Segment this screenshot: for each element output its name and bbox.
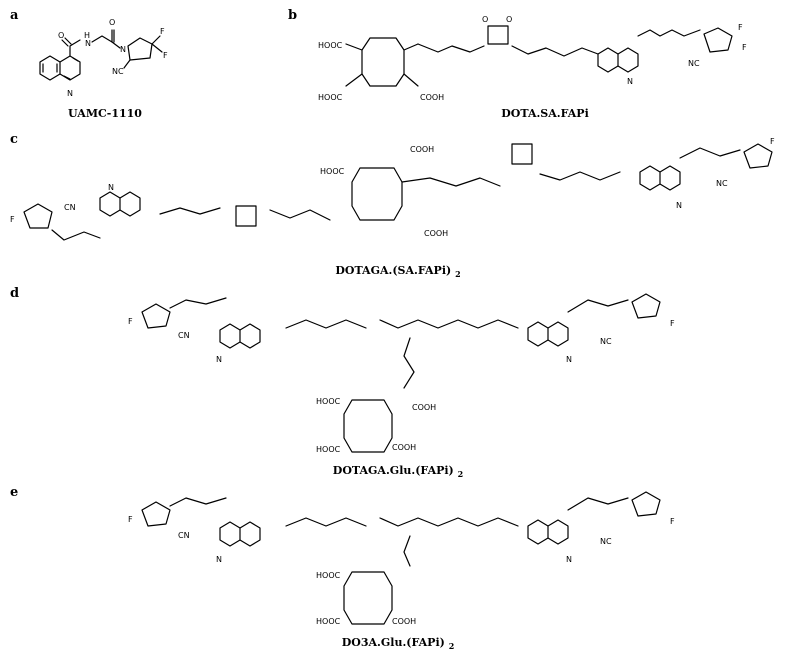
atom-hooc-b2: HOOC [318, 93, 343, 102]
compound-name-d: DOTAGA.Glu.(FAPi) 2 [333, 464, 463, 479]
atom-f2: F [163, 51, 168, 60]
compound-name-b: DOTA.SA.FAPi [501, 107, 589, 120]
compound-name-c: DOTAGA.(SA.FAPi) 2 [335, 264, 460, 279]
atom-hooc-c: HOOC [320, 167, 345, 176]
atom-f-d2: F [670, 319, 675, 328]
atom-f-d1: F [128, 317, 133, 326]
structure-dotaga-glu-fapi-2: F CN N N F NC HOOC HOOC COOH COOH [128, 293, 675, 454]
atom-n-c1: N [108, 183, 114, 192]
atom-cooh-c1: COOH [410, 145, 434, 154]
atom-cooh-c2: COOH [424, 229, 448, 238]
atom-f-e2: F [670, 517, 675, 526]
atom-cn-d1: CN [178, 331, 190, 340]
atom-cn-c1: CN [64, 203, 76, 212]
atom-f1: F [160, 27, 165, 36]
atom-hooc-e2: HOOC [316, 617, 341, 626]
atom-o-sq2: O [506, 15, 512, 24]
atom-nc-e2: NC [600, 537, 612, 546]
atom-nc-c2: NC [716, 179, 728, 188]
atom-hooc-e1: HOOC [316, 571, 341, 580]
atom-o2: O [109, 18, 115, 27]
atom-f-e1: F [128, 515, 133, 524]
atom-hooc-b1: HOOC [318, 41, 343, 50]
compound-name-e: DO3A.Glu.(FAPi) 2 [342, 636, 455, 651]
atom-f-c1: F [10, 215, 15, 224]
atom-hooc-d2: HOOC [316, 445, 341, 454]
atom-hooc-d1: HOOC [316, 397, 341, 406]
atom-n-c2: N [676, 201, 682, 210]
atom-n-e2: N [566, 555, 572, 564]
atom-cooh-d2: COOH [392, 443, 416, 452]
atom-nh: N [85, 39, 91, 48]
panel-label-e: e [10, 485, 18, 500]
panel-label-c: c [10, 132, 18, 147]
atom-f-c2: F [770, 137, 775, 146]
atom-cooh-e: COOH [392, 617, 416, 626]
structure-dotaga-sa-fapi-2: F CN N HOOC COOH COOH N F NC [10, 137, 775, 241]
atom-n-e1: N [216, 555, 222, 564]
atom-pyrrolidine-n: N [120, 45, 126, 54]
atom-cooh-d1: COOH [412, 403, 436, 412]
compound-name-a: UAMC-1110 [68, 107, 142, 120]
atom-nc-d2: NC [600, 337, 612, 346]
panel-label-a: a [10, 8, 19, 23]
atom-nh-h: H [84, 31, 90, 40]
panel-label-d: d [10, 286, 19, 301]
atom-nc: NC [112, 67, 124, 76]
atom-n: N [67, 89, 73, 98]
atom-o: O [58, 31, 64, 40]
atom-f-b2: F [742, 43, 747, 52]
atom-cn-e1: CN [178, 531, 190, 540]
panel-label-b: b [288, 8, 297, 23]
structure-uamc-1110: O N H N O N F F NC [39, 18, 168, 98]
atom-n-b: N [627, 77, 633, 86]
atom-f-b1: F [738, 23, 743, 32]
atom-n-d2: N [566, 355, 572, 364]
atom-nc-b: NC [688, 59, 700, 68]
structure-dota-sa-fapi: HOOC HOOC COOH O O N F F NC [318, 15, 747, 102]
atom-o-sq1: O [482, 15, 488, 24]
structure-do3a-glu-fapi-2: F CN N N F NC HOOC HOOC COOH [128, 491, 675, 626]
atom-cooh-b: COOH [420, 93, 444, 102]
atom-n-d1: N [216, 355, 222, 364]
